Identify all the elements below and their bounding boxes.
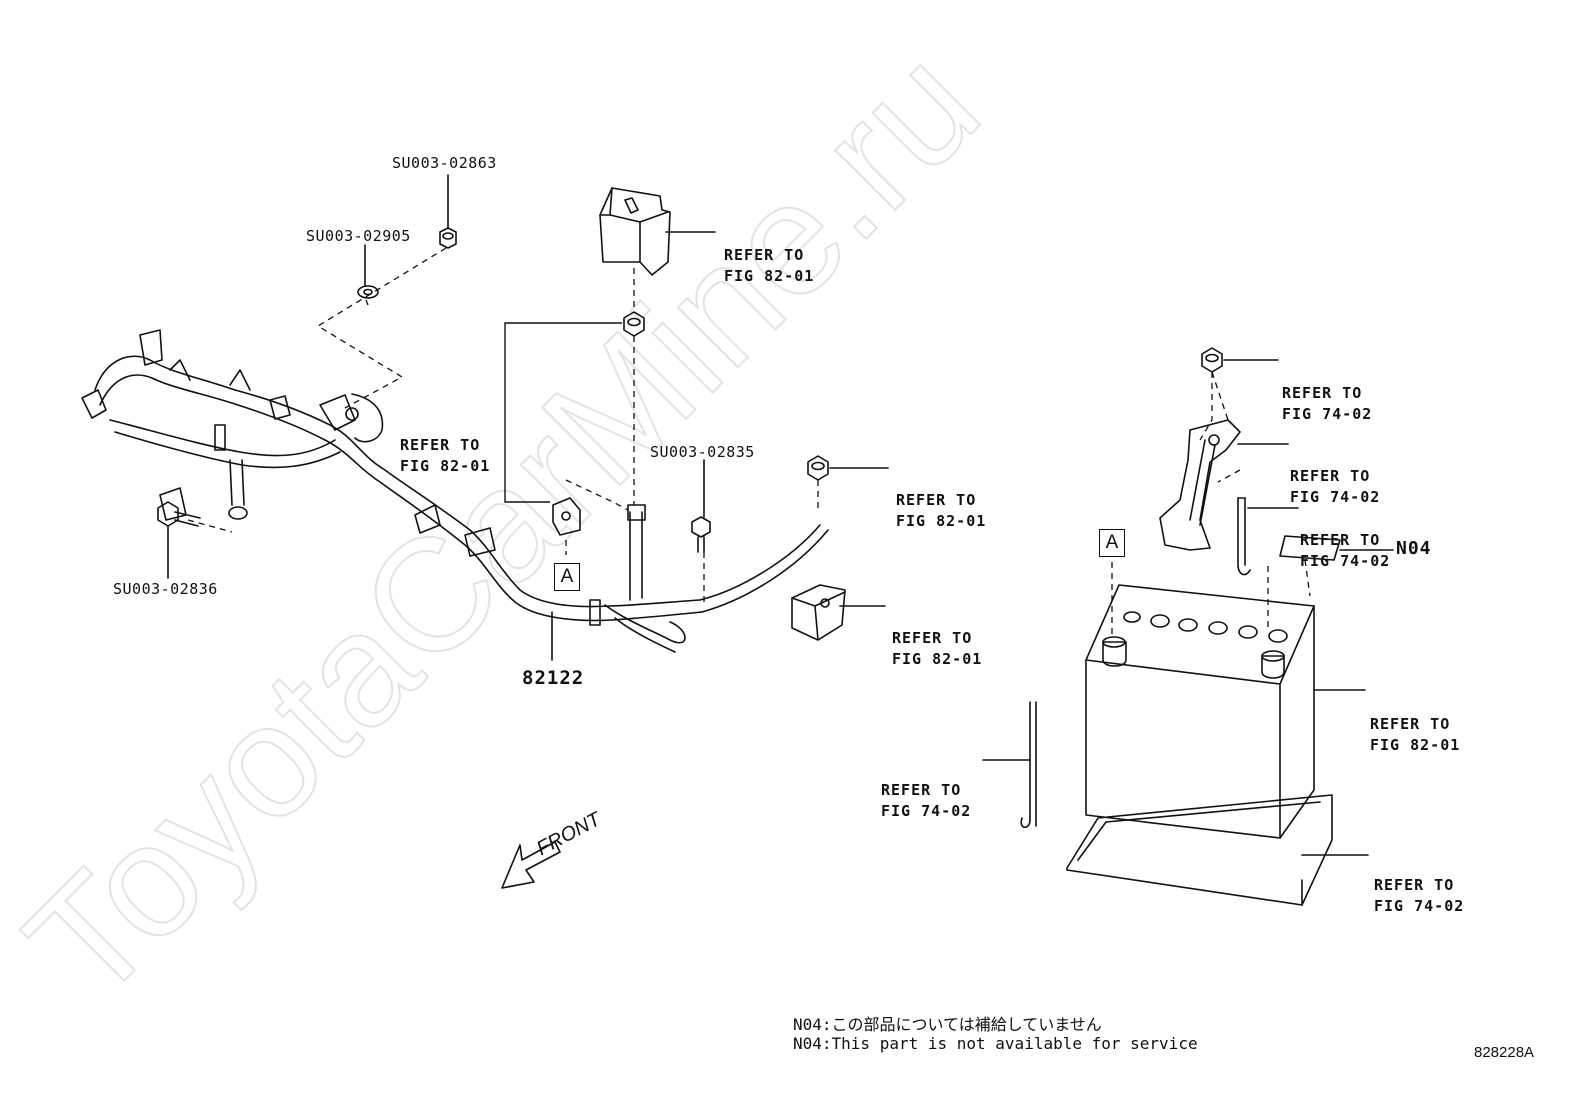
- part-number-washer: SU003-02905: [306, 227, 411, 245]
- battery-tray: [1066, 794, 1333, 906]
- part-number-nut-top: SU003-02863: [392, 154, 497, 172]
- nut-terminal: [623, 311, 645, 337]
- callout-n04: N04: [1396, 538, 1432, 559]
- washer-su003-02905: [357, 285, 379, 299]
- hook-bolt-left: [1020, 701, 1037, 829]
- callout-box-a-left: A: [554, 563, 580, 591]
- clamp-nut: [1201, 347, 1223, 373]
- note-english: N04:This part is not available for servi…: [793, 1034, 1198, 1053]
- battery-clamp: [1159, 419, 1241, 551]
- terminal-cover: [599, 187, 671, 276]
- figure-id: 828228A: [1474, 1044, 1535, 1061]
- battery: [1085, 584, 1315, 839]
- hook-bolt-right: [1237, 497, 1251, 576]
- fuse-block: [791, 584, 846, 641]
- part-number-bolt-left: SU003-02836: [113, 580, 218, 598]
- bolt-su003-02835: [691, 516, 711, 553]
- part-number-harness: 82122: [522, 667, 585, 689]
- part-number-bolt-mid: SU003-02835: [650, 443, 755, 461]
- bolt-su003-02836: [157, 501, 201, 527]
- front-arrow: [501, 841, 561, 889]
- note-japanese: N04:この部品については補給していません: [793, 1015, 1102, 1034]
- wire-harness-82122: [81, 329, 829, 653]
- nut-positive: [807, 455, 829, 481]
- n04-label-pad: [1279, 535, 1341, 561]
- nut-su003-02863: [439, 227, 457, 249]
- bracket-a: [552, 497, 581, 536]
- callout-box-a-right: A: [1099, 529, 1125, 557]
